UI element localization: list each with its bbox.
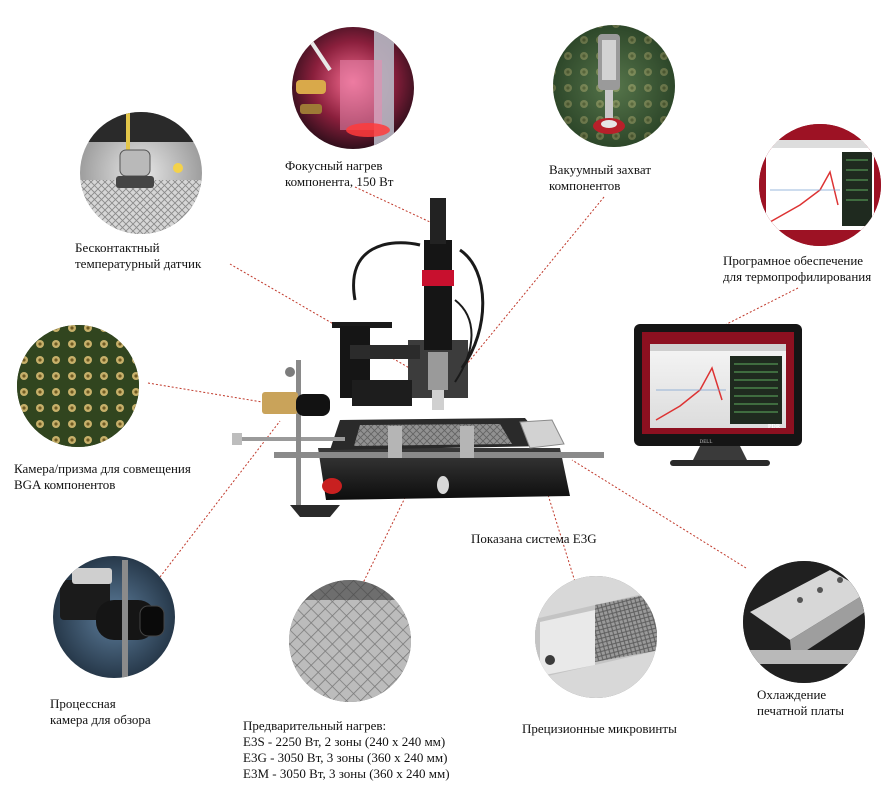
photo-software [759, 124, 881, 246]
label-line: компонента, 150 Вт [285, 174, 394, 189]
monitor-brand: DELL [700, 440, 713, 445]
label-line: компонентов [549, 178, 621, 193]
label-bga-camera: Камера/призма для совмещения BGA компоне… [14, 461, 191, 493]
label-line: Охлаждение [757, 687, 827, 702]
photo-pcb-cooling [743, 561, 865, 683]
photo-vacuum-pickup [553, 25, 675, 147]
label-line: для термопрофилирования [723, 269, 872, 284]
label-line: камера для обзора [50, 712, 151, 727]
label-line: температурный датчик [75, 256, 202, 271]
label-process-camera: Процессная камера для обзора [50, 696, 151, 728]
label-line: Бесконтактный [75, 240, 160, 255]
label-line: Предварительный нагрев: [243, 718, 387, 733]
label-line: Камера/призма для совмещения [14, 461, 191, 476]
label-ir-sensor: Бесконтактный температурный датчик [75, 240, 201, 272]
monitor: DELL PDR [634, 324, 802, 466]
label-vacuum-pickup: Вакуумный захват компонентов [549, 162, 651, 194]
leader-focus-heating [354, 186, 431, 223]
label-focus-heating: Фокусный нагрев компонента, 150 Вт [285, 158, 394, 190]
leader-bga-camera [147, 382, 263, 403]
label-line: Вакуумный захват [549, 162, 652, 177]
photo-micrometer [535, 576, 657, 698]
photo-preheating [289, 580, 411, 702]
label-line: печатной платы [757, 703, 845, 718]
photo-ir-sensor [80, 112, 202, 234]
label-line: E3G - 3050 Вт, 3 зоны (360 х 240 мм) [243, 750, 448, 765]
leader-software [714, 287, 799, 331]
label-line: Прецизионные микровинты [522, 721, 677, 736]
label-line: E3M - 3050 Вт, 3 зоны (360 х 240 мм) [243, 766, 450, 781]
label-pcb-cooling: Охлаждение печатной платы [757, 687, 844, 719]
caption-system: Показана система E3G [471, 531, 597, 547]
label-micrometer: Прецизионные микровинты [522, 721, 677, 737]
leader-pcb-cooling [571, 459, 747, 569]
photo-process-camera [53, 556, 175, 678]
label-line: Програмное обеспечение [723, 253, 864, 268]
caption-text: Показана система E3G [471, 531, 597, 546]
label-line: E3S - 2250 Вт, 2 зоны (240 х 240 мм) [243, 734, 446, 749]
rework-station [232, 198, 604, 517]
label-line: BGA компонентов [14, 477, 116, 492]
leader-process-camera [159, 420, 281, 578]
monitor-logo: PDR [768, 424, 781, 430]
photo-bga-camera [17, 325, 139, 447]
label-preheating: Предварительный нагрев: E3S - 2250 Вт, 2… [243, 718, 450, 782]
label-line: Фокусный нагрев [285, 158, 383, 173]
label-software: Програмное обеспечение для термопрофилир… [723, 253, 871, 285]
photo-focus-heating [292, 27, 414, 149]
leader-vacuum-pickup [461, 196, 605, 371]
label-line: Процессная [50, 696, 116, 711]
